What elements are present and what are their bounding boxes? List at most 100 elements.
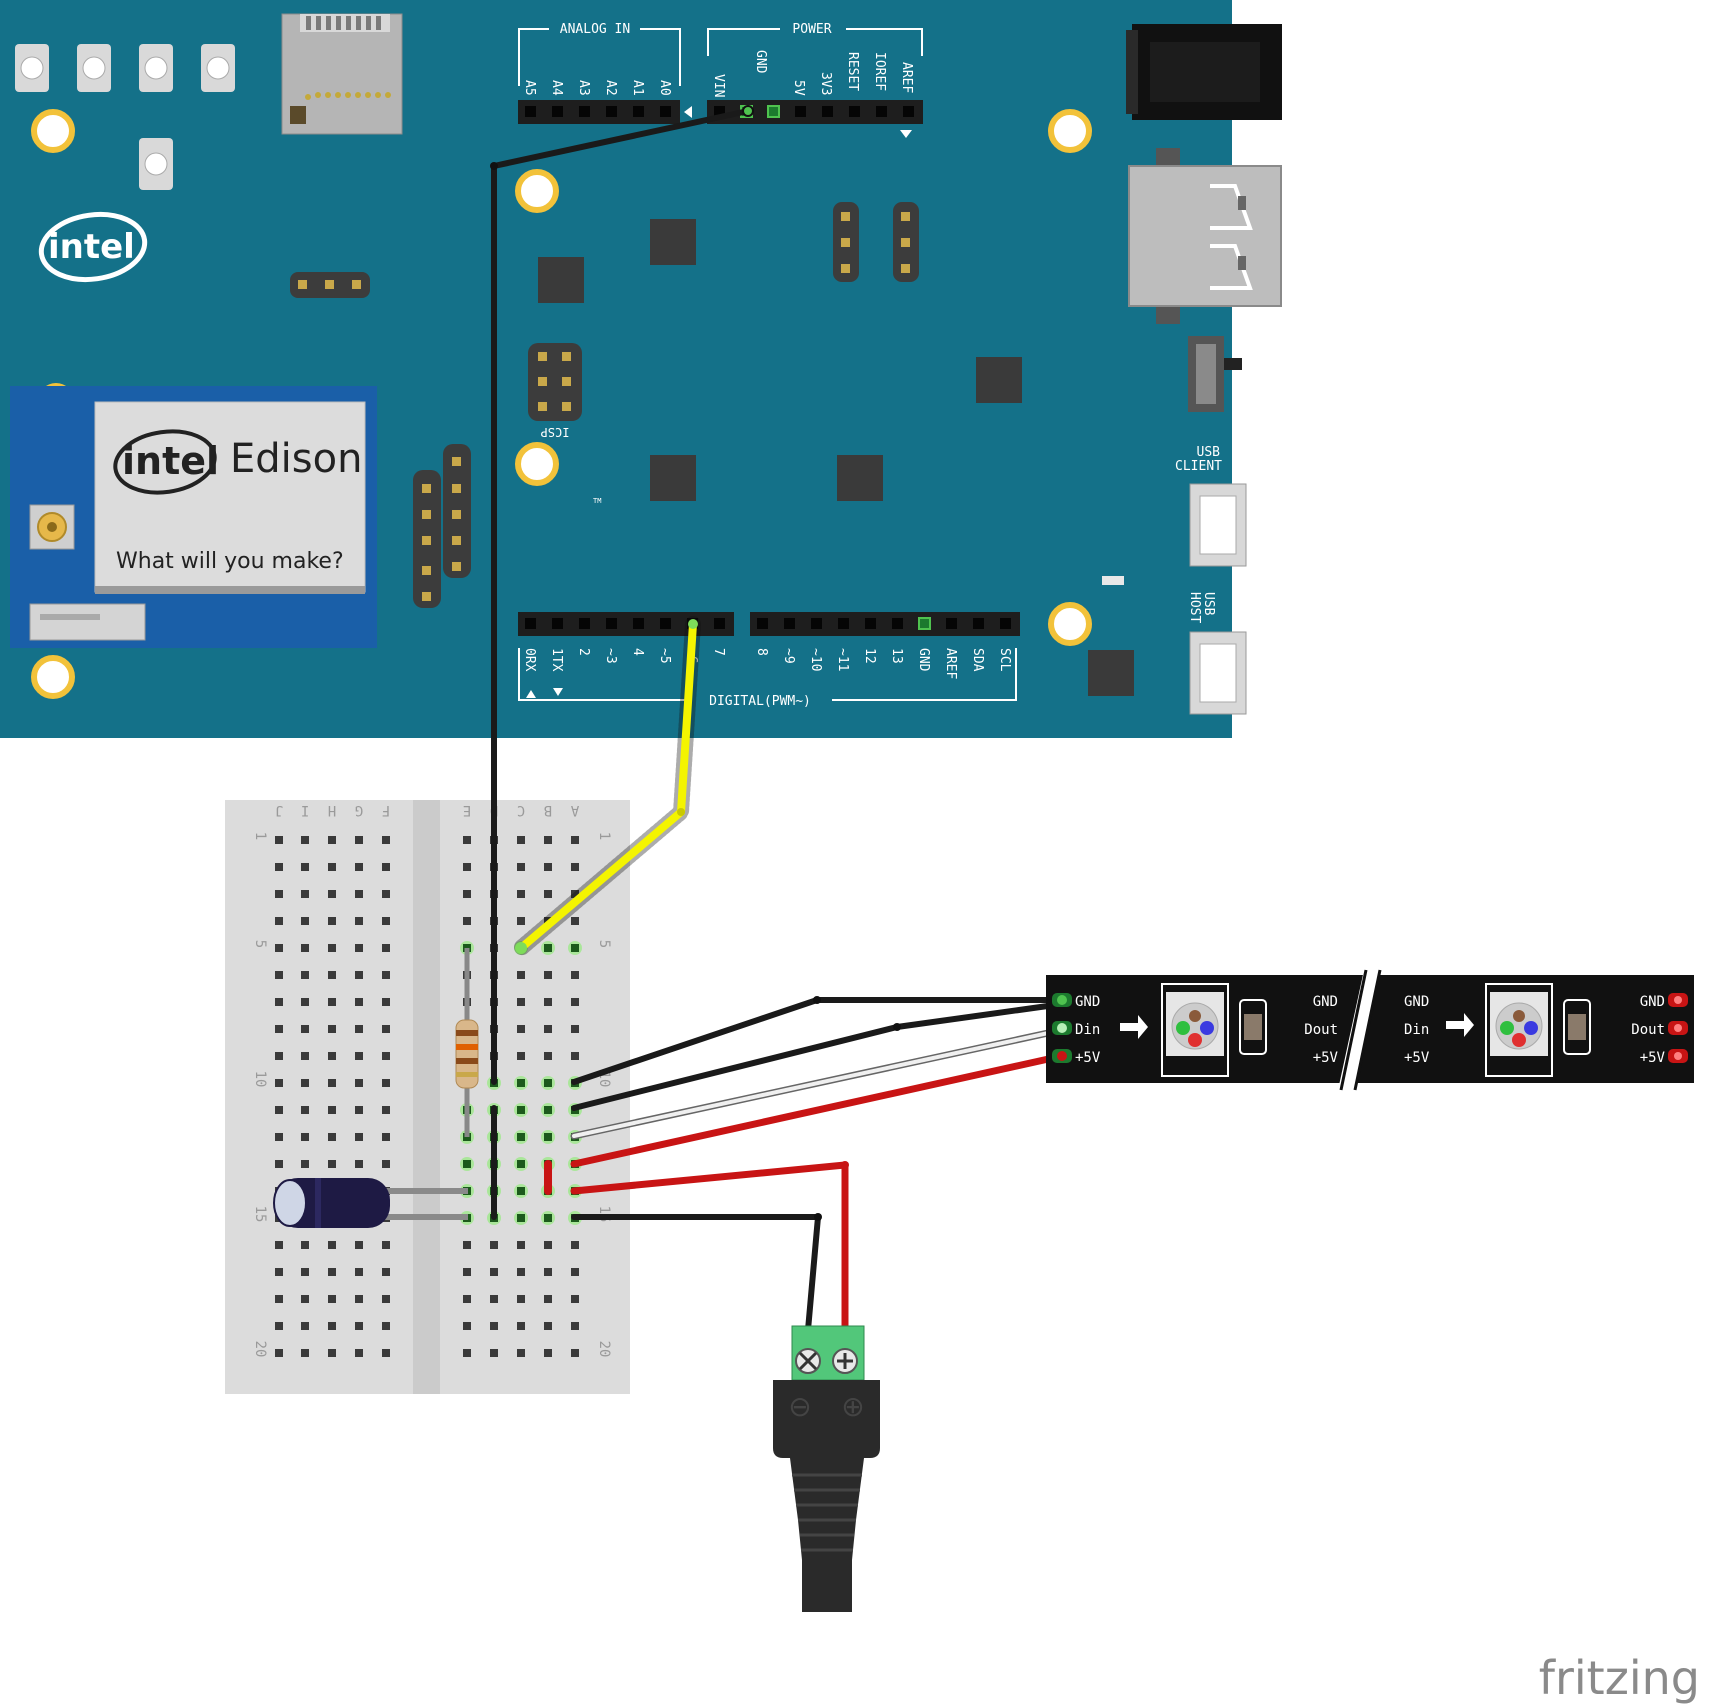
breadboard-hole[interactable] xyxy=(571,1349,579,1357)
breadboard-hole[interactable] xyxy=(544,1349,552,1357)
breadboard-hole[interactable] xyxy=(544,1268,552,1276)
breadboard-hole[interactable] xyxy=(275,917,283,925)
header-pin-hole[interactable] xyxy=(525,618,536,629)
breadboard-hole[interactable] xyxy=(571,971,579,979)
header-pin-hole[interactable] xyxy=(757,618,768,629)
breadboard-hole[interactable] xyxy=(571,944,579,952)
header-pin-hole[interactable] xyxy=(784,618,795,629)
header-pin-hole[interactable] xyxy=(973,618,984,629)
breadboard-hole[interactable] xyxy=(275,1241,283,1249)
breadboard-hole[interactable] xyxy=(275,836,283,844)
breadboard-hole[interactable] xyxy=(544,1079,552,1087)
breadboard-hole[interactable] xyxy=(463,836,471,844)
breadboard-hole[interactable] xyxy=(517,1187,525,1195)
breadboard-hole[interactable] xyxy=(517,863,525,871)
breadboard-hole[interactable] xyxy=(301,998,309,1006)
breadboard-hole[interactable] xyxy=(355,863,363,871)
breadboard-hole[interactable] xyxy=(328,836,336,844)
breadboard-hole[interactable] xyxy=(382,1106,390,1114)
header-pin-hole[interactable] xyxy=(606,106,617,117)
breadboard-hole[interactable] xyxy=(275,1295,283,1303)
header-pin-hole[interactable] xyxy=(1000,618,1011,629)
breadboard-hole[interactable] xyxy=(544,1025,552,1033)
breadboard-hole[interactable] xyxy=(301,1160,309,1168)
breadboard-hole[interactable] xyxy=(517,1322,525,1330)
breadboard-hole[interactable] xyxy=(355,917,363,925)
breadboard-hole[interactable] xyxy=(301,944,309,952)
breadboard-hole[interactable] xyxy=(301,1295,309,1303)
breadboard-hole[interactable] xyxy=(382,1079,390,1087)
breadboard-hole[interactable] xyxy=(517,1106,525,1114)
breadboard-hole[interactable] xyxy=(355,998,363,1006)
header-pin-hole[interactable] xyxy=(714,618,725,629)
breadboard-hole[interactable] xyxy=(571,1025,579,1033)
breadboard-hole[interactable] xyxy=(544,1052,552,1060)
breadboard-hole[interactable] xyxy=(328,863,336,871)
breadboard-hole[interactable] xyxy=(382,1241,390,1249)
breadboard-hole[interactable] xyxy=(517,971,525,979)
header-pin-hole[interactable] xyxy=(525,106,536,117)
breadboard-hole[interactable] xyxy=(463,1241,471,1249)
breadboard-hole[interactable] xyxy=(328,917,336,925)
breadboard-hole[interactable] xyxy=(544,836,552,844)
breadboard-hole[interactable] xyxy=(328,971,336,979)
breadboard-hole[interactable] xyxy=(544,890,552,898)
breadboard-hole[interactable] xyxy=(544,1106,552,1114)
breadboard-hole[interactable] xyxy=(355,1268,363,1276)
breadboard-hole[interactable] xyxy=(328,1349,336,1357)
breadboard-hole[interactable] xyxy=(355,944,363,952)
resistor[interactable] xyxy=(455,948,479,1137)
breadboard-hole[interactable] xyxy=(301,1106,309,1114)
breadboard-hole[interactable] xyxy=(301,890,309,898)
breadboard-hole[interactable] xyxy=(328,1133,336,1141)
breadboard-hole[interactable] xyxy=(463,890,471,898)
breadboard-hole[interactable] xyxy=(544,863,552,871)
breadboard-hole[interactable] xyxy=(463,1160,471,1168)
breadboard-hole[interactable] xyxy=(517,1133,525,1141)
header-pin-hole[interactable] xyxy=(946,618,957,629)
header-pin-hole[interactable] xyxy=(822,106,833,117)
header-pin-hole[interactable] xyxy=(876,106,887,117)
breadboard-hole[interactable] xyxy=(275,1322,283,1330)
breadboard-hole[interactable] xyxy=(571,1268,579,1276)
breadboard-hole[interactable] xyxy=(571,1295,579,1303)
breadboard-hole[interactable] xyxy=(275,863,283,871)
breadboard-hole[interactable] xyxy=(571,836,579,844)
breadboard-hole[interactable] xyxy=(301,1241,309,1249)
breadboard-hole[interactable] xyxy=(275,1268,283,1276)
breadboard-hole[interactable] xyxy=(544,1241,552,1249)
breadboard-hole[interactable] xyxy=(301,1133,309,1141)
breadboard-hole[interactable] xyxy=(301,1052,309,1060)
breadboard-hole[interactable] xyxy=(275,1133,283,1141)
breadboard-hole[interactable] xyxy=(517,1025,525,1033)
breadboard-hole[interactable] xyxy=(355,1025,363,1033)
breadboard-hole[interactable] xyxy=(571,998,579,1006)
breadboard-hole[interactable] xyxy=(328,1295,336,1303)
breadboard-hole[interactable] xyxy=(301,1025,309,1033)
breadboard-hole[interactable] xyxy=(328,1106,336,1114)
breadboard-hole[interactable] xyxy=(355,1106,363,1114)
breadboard-hole[interactable] xyxy=(382,1295,390,1303)
breadboard-hole[interactable] xyxy=(382,971,390,979)
breadboard-hole[interactable] xyxy=(328,944,336,952)
breadboard-hole[interactable] xyxy=(517,1052,525,1060)
header-pin-hole[interactable] xyxy=(660,106,671,117)
breadboard-hole[interactable] xyxy=(382,863,390,871)
breadboard-hole[interactable] xyxy=(544,971,552,979)
breadboard-hole[interactable] xyxy=(328,1268,336,1276)
breadboard-hole[interactable] xyxy=(355,890,363,898)
breadboard-hole[interactable] xyxy=(517,1295,525,1303)
breadboard-hole[interactable] xyxy=(517,890,525,898)
breadboard-hole[interactable] xyxy=(571,890,579,898)
breadboard-hole[interactable] xyxy=(517,1349,525,1357)
breadboard-hole[interactable] xyxy=(571,1052,579,1060)
breadboard-hole[interactable] xyxy=(517,1268,525,1276)
breadboard-hole[interactable] xyxy=(517,917,525,925)
breadboard-hole[interactable] xyxy=(544,1295,552,1303)
breadboard-hole[interactable] xyxy=(275,1079,283,1087)
breadboard-hole[interactable] xyxy=(275,1349,283,1357)
breadboard-hole[interactable] xyxy=(355,1322,363,1330)
breadboard-hole[interactable] xyxy=(301,1268,309,1276)
header-pin-hole[interactable] xyxy=(606,618,617,629)
header-pin-hole[interactable] xyxy=(811,618,822,629)
